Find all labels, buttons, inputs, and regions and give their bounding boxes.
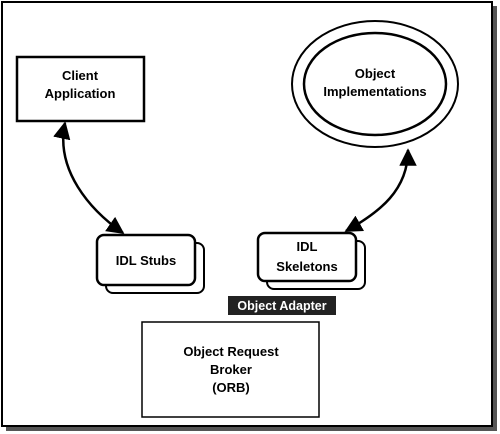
orb-label-line1: Object Request [183, 344, 279, 359]
client-application-box: Client Application [15, 55, 146, 123]
object-adapter-label: Object Adapter [237, 299, 326, 313]
idl-stubs-label: IDL Stubs [116, 253, 176, 268]
idl-skeletons-box: IDL Skeletons [256, 231, 366, 290]
object-implementations-label-line1: Object [355, 66, 396, 81]
orb-label-line2: Broker [210, 362, 252, 377]
idl-stubs-box: IDL Stubs [95, 233, 205, 294]
client-application-label-line2: Application [45, 86, 116, 101]
object-implementations-ellipse: Object Implementations [291, 20, 459, 148]
orb-box: Object Request Broker (ORB) [141, 321, 320, 418]
object-adapter-label-box: Object Adapter [228, 296, 336, 315]
idl-skeletons-label-line1: IDL [297, 239, 318, 254]
object-implementations-label-line2: Implementations [323, 84, 426, 99]
orb-label-line3: (ORB) [212, 380, 250, 395]
implementations-skeletons-arrow [344, 148, 417, 233]
idl-skeletons-label-line2: Skeletons [276, 259, 337, 274]
client-application-label-line1: Client [62, 68, 99, 83]
client-stubs-arrow [53, 121, 125, 235]
